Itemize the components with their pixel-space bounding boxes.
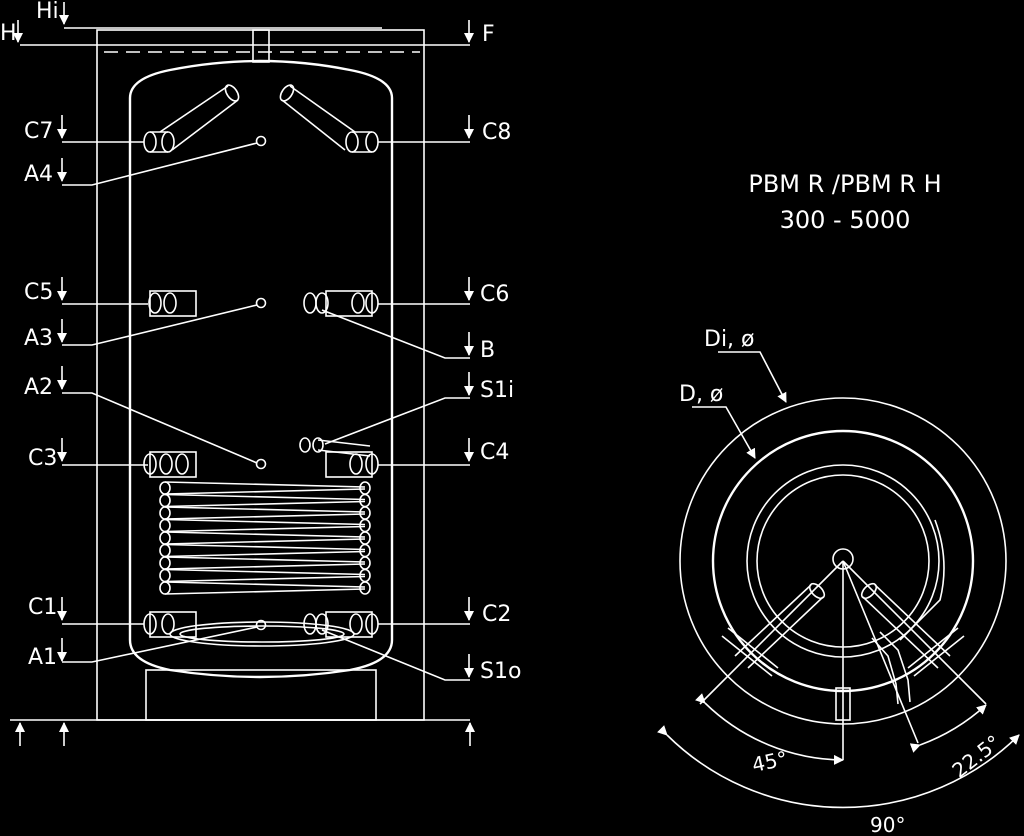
label-c3: C3: [28, 446, 57, 471]
plan-view: Di, ø D, ø 45° 22.5° 90°: [657, 327, 1020, 836]
label-45deg: 45°: [750, 746, 790, 777]
coil-turn-left: [159, 531, 171, 545]
c6-connection: [303, 290, 379, 317]
label-hi: Hi: [36, 0, 59, 24]
label-b: B: [480, 338, 495, 363]
coil-turn-line: [164, 581, 366, 588]
coil-turn-right: [359, 506, 371, 520]
coil-turn-line: [164, 518, 366, 526]
label-c2: C2: [482, 602, 511, 627]
coil-turn-line: [164, 488, 366, 495]
label-s1o: S1o: [480, 659, 521, 684]
coil-arc: [899, 519, 945, 641]
c3-connection: [143, 451, 197, 478]
coil-turn-line: [164, 531, 366, 538]
label-f: F: [482, 22, 495, 47]
label-a1: A1: [28, 645, 57, 670]
label-h: H: [0, 21, 17, 46]
a3-sensor: [255, 297, 267, 309]
coil-turn-right: [359, 518, 371, 533]
label-c7: C7: [24, 119, 53, 144]
coil-return-loop-inner: [179, 625, 345, 643]
coil-turn-left: [159, 543, 171, 558]
label-90deg: 90°: [870, 813, 905, 836]
label-c5: C5: [24, 280, 53, 305]
coil-turn-left: [159, 518, 171, 533]
coil-turn-right: [359, 568, 371, 583]
coil-turn-line: [164, 588, 366, 595]
elevation-view: Hi H F C7 C8 A4 C5 C6 A3 B A2 S1i C3 C4 …: [0, 0, 521, 746]
coil-turn-left: [159, 506, 171, 520]
coil-turn-right: [359, 543, 371, 558]
coil-turn-right: [359, 556, 371, 570]
coil-turn-line: [164, 506, 366, 513]
coil-turn-left: [159, 556, 171, 570]
c8-angled-pipe: [279, 84, 379, 153]
coil-turn-line: [164, 493, 366, 501]
a4-sensor: [255, 135, 267, 147]
coil-turn-line: [164, 543, 366, 551]
label-c8: C8: [482, 120, 511, 145]
coil-turn-line: [164, 575, 366, 583]
coil-turn-right: [359, 531, 371, 545]
a1-sensor: [255, 619, 267, 631]
label-s1i: S1i: [480, 378, 514, 403]
coil-turn-left: [159, 568, 171, 583]
label-a4: A4: [24, 162, 53, 187]
coil-turn-line: [164, 568, 366, 576]
coil-turn-right: [359, 481, 371, 495]
product-title: PBM R /PBM R H: [748, 170, 941, 198]
label-a3: A3: [24, 326, 53, 351]
label-d: D, ø: [679, 382, 723, 407]
right-radial-pipe: [860, 582, 965, 677]
di-leader: [718, 351, 787, 403]
dimension-arrows: [13, 2, 475, 746]
angle-ray-22-5: [842, 560, 919, 744]
angle-ray-45: [699, 560, 844, 705]
right-leader-lines: [321, 141, 470, 681]
a2-sensor: [255, 458, 267, 470]
coil-turn-line: [164, 556, 366, 563]
label-c1: C1: [28, 595, 57, 620]
arc-90: [657, 725, 1020, 809]
d-leader: [692, 406, 756, 459]
coil-turn-left: [159, 581, 171, 595]
c7-angled-pipe: [143, 84, 240, 153]
coil-turn-left: [159, 493, 171, 508]
left-leader-lines: [62, 141, 258, 663]
coil-turn-line: [164, 550, 366, 558]
coil-turn-line: [164, 513, 366, 520]
coil-turn-line: [164, 563, 366, 570]
angle-ray-right: [842, 560, 987, 705]
top-stub: [252, 29, 270, 63]
heat-exchanger-coil: [159, 437, 371, 595]
c5-connection: [148, 290, 197, 317]
label-c4: C4: [480, 440, 509, 465]
coil-turn-right: [359, 581, 371, 595]
label-a2: A2: [24, 375, 53, 400]
coil-turn-line: [164, 538, 366, 545]
label-22-5deg: 22.5°: [947, 730, 1005, 782]
coil-turn-left: [159, 481, 171, 495]
coil-turn-right: [359, 493, 371, 508]
arc-22-5: [909, 704, 987, 753]
coil-turn-line: [164, 500, 366, 508]
label-di: Di, ø: [704, 327, 755, 352]
coil-feed-outer: [879, 631, 911, 703]
label-c6: C6: [480, 282, 509, 307]
product-range: 300 - 5000: [780, 206, 911, 234]
c4-connection: [325, 451, 379, 478]
coil-turn-line: [164, 481, 366, 488]
coil-turn-line: [164, 525, 366, 533]
coil-return-loop: [169, 621, 355, 647]
